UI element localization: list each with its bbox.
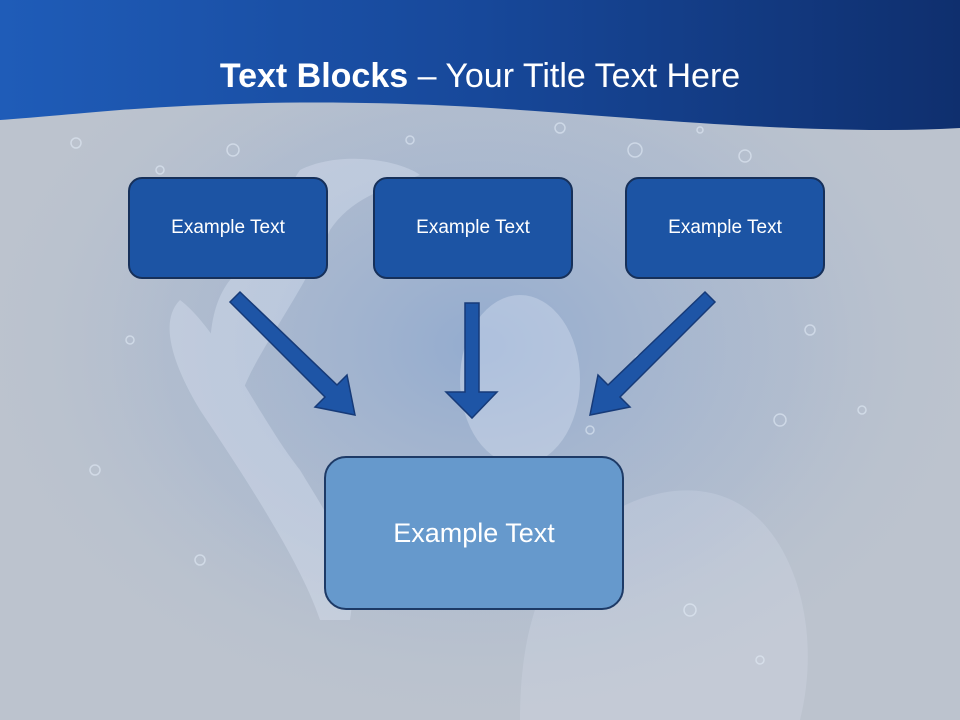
text-block-center: Example Text	[373, 177, 573, 279]
title-dash: –	[408, 57, 446, 95]
text-block-left: Example Text	[128, 177, 328, 279]
water-droplets	[70, 122, 867, 665]
title-rest: Your Title Text Here	[445, 57, 741, 95]
slide-title: Text Blocks – Your Title Text Here	[0, 54, 960, 98]
text-block-main: Example Text	[324, 456, 624, 610]
header-band	[0, 0, 960, 131]
title-bold: Text Blocks	[219, 57, 409, 95]
text-block-right: Example Text	[625, 177, 825, 279]
